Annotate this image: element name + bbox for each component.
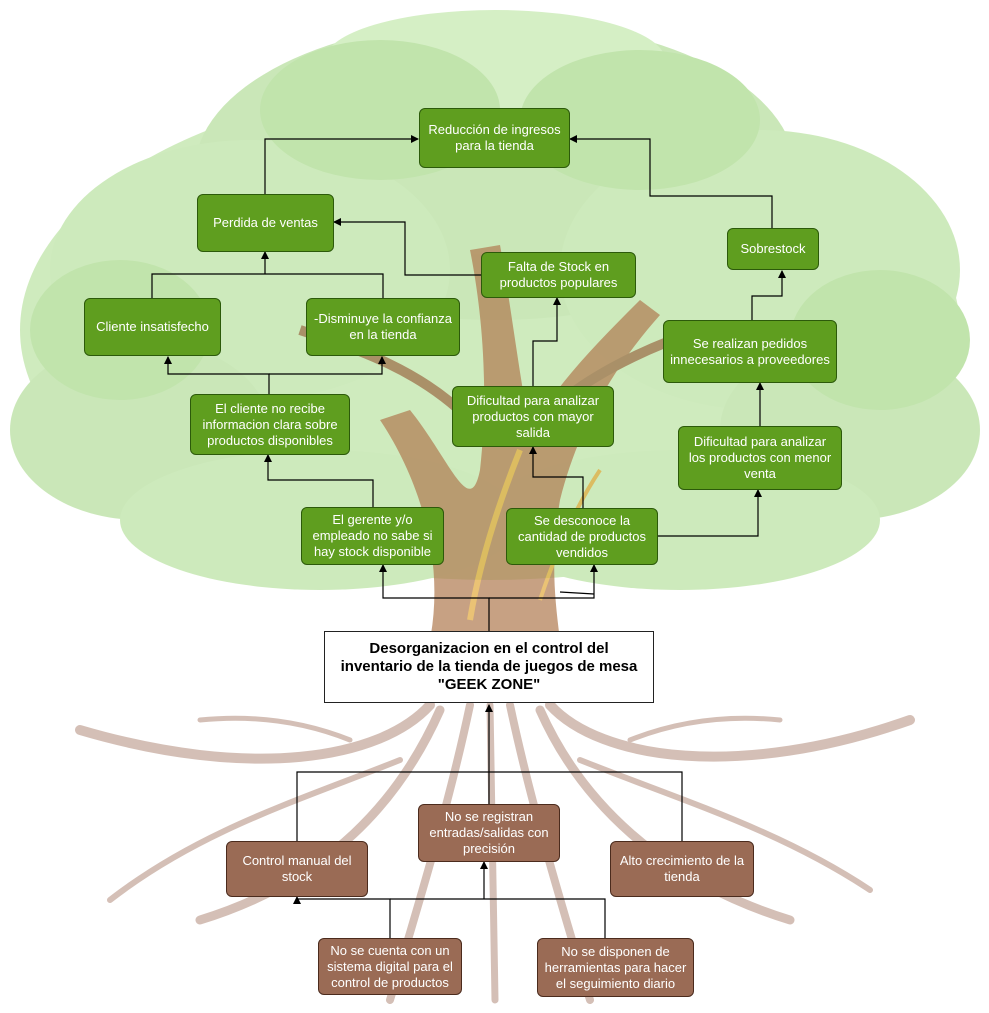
effect-gerente-stock: El gerente y/o empleado no sabe si hay s… xyxy=(301,507,444,565)
roots xyxy=(75,700,915,1004)
cause-alto-crecimiento: Alto crecimiento de la tienda xyxy=(610,841,754,897)
cause-no-registran: No se registran entradas/salidas con pre… xyxy=(418,804,560,862)
effect-info-clara: El cliente no recibe informacion clara s… xyxy=(190,394,350,455)
effect-desconoce-cantidad: Se desconoce la cantidad de productos ve… xyxy=(506,508,658,565)
cause-control-manual: Control manual del stock xyxy=(226,841,368,897)
effect-disminuye-confianza: -Disminuye la confianza en la tienda xyxy=(306,298,460,356)
effect-pedidos-innecesarios: Se realizan pedidos innecesarios a prove… xyxy=(663,320,837,383)
cause-herramientas: No se disponen de herramientas para hace… xyxy=(537,938,694,997)
effect-perdida-ventas: Perdida de ventas xyxy=(197,194,334,252)
effect-dificultad-mayor-salida: Dificultad para analizar productos con m… xyxy=(452,386,614,447)
effect-dificultad-menor-venta: Dificultad para analizar los productos c… xyxy=(678,426,842,490)
cause-sistema-digital: No se cuenta con un sistema digital para… xyxy=(318,938,462,995)
effect-sobrestock: Sobrestock xyxy=(727,228,819,270)
central-problem: Desorganizacion en el control del invent… xyxy=(324,631,654,703)
effect-cliente-insatisfecho: Cliente insatisfecho xyxy=(84,298,221,356)
effect-reduccion-ingresos: Reducción de ingresos para la tienda xyxy=(419,108,570,168)
effect-falta-stock: Falta de Stock en productos populares xyxy=(481,252,636,298)
